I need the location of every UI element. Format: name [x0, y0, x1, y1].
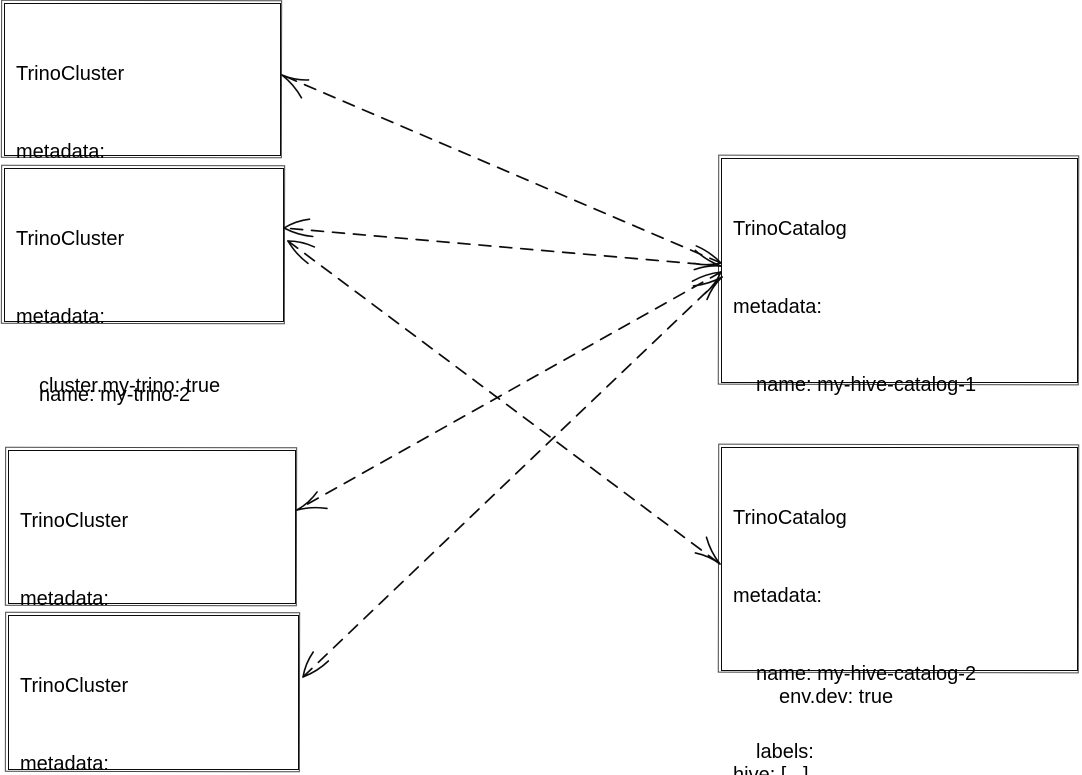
node-line: metadata: — [16, 306, 105, 328]
node-trinocluster-my-trino-2: TrinoCluster metadata: name: my-trino-2 … — [4, 168, 284, 562]
node-line: metadata: — [733, 296, 822, 318]
node-line: name: my-hive-catalog-2 — [756, 663, 977, 685]
node-line: metadata: — [20, 588, 109, 610]
node-trinocluster-my-trino: TrinoCluster metadata: name: my-trino ca… — [4, 3, 281, 397]
node-line: labels: — [756, 741, 814, 763]
node-line: metadata: — [733, 585, 822, 607]
node-line: name: my-trino-2 — [39, 384, 191, 406]
node-trinocatalog-my-hive-catalog-1: TrinoCatalog metadata: name: my-hive-cat… — [721, 158, 1078, 775]
node-line: metadata: — [16, 141, 105, 163]
arrowhead — [296, 491, 318, 511]
node-trinocluster-my-trino-blue: TrinoCluster metadata: name: my-trino-bl… — [8, 450, 296, 766]
arrowhead — [704, 271, 722, 295]
node-line: TrinoCatalog — [733, 218, 847, 240]
arrowhead — [281, 74, 303, 99]
arrowhead — [283, 218, 311, 229]
node-line: TrinoCluster — [20, 510, 129, 532]
edge-trino-catalog-1-to-trino-cluster-2 — [283, 227, 722, 267]
arrowhead — [302, 660, 330, 678]
arrowhead — [694, 552, 721, 565]
edge-trino-catalog-1-to-trino-cluster-1 — [281, 74, 722, 264]
node-trinocatalog-my-hive-catalog-2: TrinoCatalog metadata: name: my-hive-cat… — [721, 447, 1078, 763]
arrowhead — [705, 536, 721, 565]
edge-trino-cluster-2-to-trino-catalog-2 — [287, 240, 721, 565]
arrowhead — [692, 276, 723, 287]
node-line: TrinoCluster — [16, 228, 125, 250]
arrowhead — [693, 262, 722, 266]
arrowhead — [302, 651, 315, 678]
node-line: TrinoCluster — [16, 63, 125, 85]
node-trinocluster-my-trino-green: TrinoCluster metadata: name: my-trino-gr… — [8, 615, 299, 775]
node-line: metadata: — [20, 753, 109, 775]
arrowhead — [706, 276, 723, 301]
arrowhead — [694, 249, 722, 267]
arrowhead — [691, 271, 722, 282]
node-line: TrinoCatalog — [733, 507, 847, 529]
arrowhead — [695, 245, 722, 264]
arrowhead — [281, 74, 310, 81]
edge-trino-catalog-1-to-trino-cluster-blue — [296, 271, 722, 511]
node-line: TrinoCluster — [20, 675, 129, 697]
arrowhead — [287, 240, 316, 248]
arrowhead — [296, 506, 328, 511]
arrowhead — [287, 240, 309, 265]
arrowhead — [693, 264, 722, 271]
node-line: name: my-hive-catalog-1 — [756, 374, 977, 396]
edge-trino-catalog-1-to-trino-cluster-green — [302, 276, 723, 678]
arrowhead — [283, 227, 314, 238]
